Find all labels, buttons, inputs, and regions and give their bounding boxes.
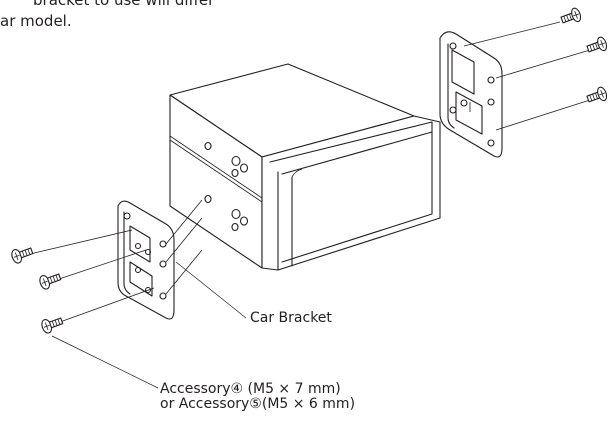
accessory-line-2: or Accessory⑤(M5 × 6 mm) — [160, 396, 356, 412]
right-screw-guides — [463, 21, 591, 131]
right-screws — [560, 7, 608, 103]
screw-icon — [11, 247, 34, 264]
left-screw-guides — [29, 229, 155, 323]
screw-icon — [586, 86, 608, 103]
car-bracket-label: Car Bracket — [250, 310, 332, 326]
intro-line-1: bracket to use will differ — [33, 0, 215, 9]
screw-icon — [41, 317, 64, 334]
left-bracket-guides — [165, 199, 203, 295]
right-bracket — [439, 31, 503, 158]
callout-leaders — [51, 261, 247, 389]
intro-line-2: ar model. — [0, 12, 72, 30]
accessory-line-1: Accessory④ (M5 × 7 mm) — [160, 381, 341, 397]
head-unit — [169, 63, 441, 271]
left-screws — [11, 247, 64, 334]
screw-icon — [586, 36, 608, 53]
side-screw-holes — [204, 141, 249, 232]
screw-icon — [560, 7, 582, 24]
left-bracket — [117, 200, 175, 320]
screw-icon — [39, 273, 62, 290]
intro-text: bracket to use will differ ar model. — [0, 0, 214, 32]
accessory-label: Accessory④ (M5 × 7 mm) or Accessory⑤(M5 … — [160, 382, 355, 412]
